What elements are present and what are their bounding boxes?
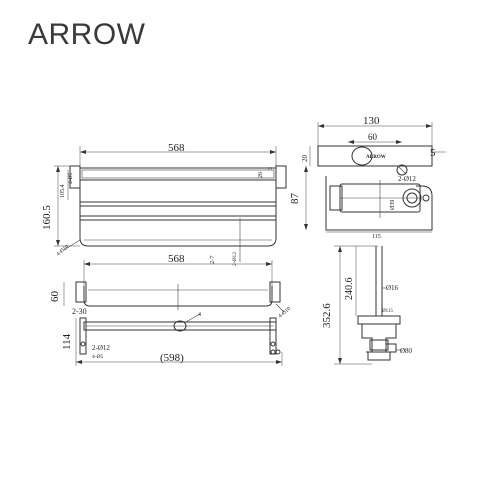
- plan-width-label: 568: [168, 253, 185, 265]
- bottom-height-label: 114: [61, 333, 73, 350]
- column-diam115-label: Ø115: [382, 309, 393, 314]
- side-height-label: 87: [289, 193, 301, 205]
- front-width-label: 568: [168, 142, 185, 154]
- bottom-view: 4 114 2-Ø12 4-Ø5 (598): [61, 312, 283, 366]
- side-diam-label: Ø39: [390, 200, 396, 210]
- front-hole-label: 2-7: [209, 255, 216, 264]
- column-upper-height-label: 240.6: [344, 278, 355, 301]
- front-hole-label-2: 2-Ø12: [232, 252, 238, 266]
- side-right-label: 5: [430, 147, 436, 159]
- side-width-label: 130: [363, 115, 380, 127]
- side-screw-label: 2-Ø12: [398, 175, 416, 183]
- column-diam16-label: Ø16: [386, 284, 399, 292]
- column-diam80-label: Ø80: [400, 347, 413, 355]
- plan-depth-label: 60: [49, 291, 61, 303]
- plan-left-label: 2-30: [72, 307, 87, 316]
- front-upper-hole-label: 4-Ø5: [68, 172, 74, 184]
- bottom-hole-label: 2-Ø12: [92, 344, 110, 352]
- front-small-height-label: 105.4: [60, 185, 66, 199]
- column-view: 352.6 240.6 Ø16 Ø115 Ø80: [321, 245, 413, 365]
- front-right-dim-label: 26: [258, 172, 264, 178]
- side-inner-width-label: 60: [368, 132, 378, 142]
- front-view: 568 160.5 105.4 4-Ø5 4-Ø10 26 3 2-7: [41, 142, 287, 266]
- brand-logo: ARROW: [28, 18, 146, 51]
- front-right-dim-label-2: 3: [268, 167, 274, 170]
- bottom-top-label: 4: [198, 312, 201, 318]
- side-logo-label: ARROW: [366, 155, 386, 160]
- bottom-small-label: 4-Ø5: [92, 354, 104, 360]
- column-total-height-label: 352.6: [321, 303, 333, 328]
- side-top-gap-label: 20: [301, 155, 309, 163]
- side-view: 130 60 ARROW 2-Ø12 20 5 Ø39 87: [289, 115, 446, 240]
- bottom-width-label: (598): [160, 352, 184, 364]
- side-bottom-width-label: 115: [372, 234, 381, 240]
- plan-view: 568 60 2-30 4-Ø10: [49, 253, 292, 320]
- front-height-label: 160.5: [41, 205, 53, 230]
